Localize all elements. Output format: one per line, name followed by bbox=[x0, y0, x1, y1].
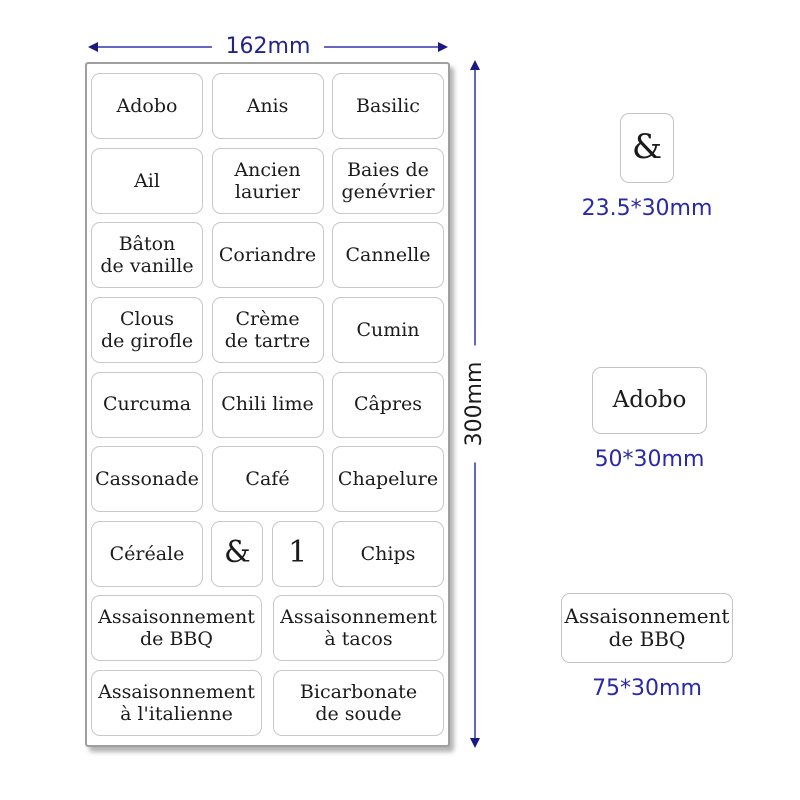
label-sticker: Cannelle bbox=[332, 222, 444, 289]
label-sticker: Bicarbonate de soude bbox=[273, 670, 444, 736]
label-text: Baies de genévrier bbox=[341, 158, 435, 203]
label-sticker: Assaisonnement à tacos bbox=[273, 595, 444, 662]
sample-label-text: Assaisonnement de BBQ bbox=[564, 604, 730, 651]
label-sticker: Assaisonnement à l'italienne bbox=[91, 670, 262, 736]
label-text: Cannelle bbox=[345, 244, 431, 267]
arrow-up-icon bbox=[470, 60, 480, 70]
label-sticker: Curcuma bbox=[91, 371, 203, 438]
label-text: Crème de tartre bbox=[224, 307, 311, 352]
label-text: Céréale bbox=[109, 542, 185, 565]
sheet-row: Assaisonnement à l'italienne Bicarbonate… bbox=[91, 670, 444, 736]
sheet-row: Clous de girofle Crème de tartre Cumin bbox=[91, 296, 444, 363]
label-sticker: Coriandre bbox=[211, 222, 324, 289]
label-sticker: Ancien laurier bbox=[211, 147, 324, 214]
label-sheet: Adobo Anis Basilic Ail Ancien laurier Ba… bbox=[85, 62, 450, 747]
label-text: Assaisonnement à l'italienne bbox=[98, 680, 255, 725]
height-dimension-label: 300mm bbox=[462, 345, 487, 463]
label-text: Adobo bbox=[116, 94, 178, 117]
label-text: Assaisonnement de BBQ bbox=[98, 606, 255, 651]
sample-size-caption: 50*30mm bbox=[594, 447, 705, 472]
label-text: Curcuma bbox=[102, 393, 192, 416]
label-text: Café bbox=[245, 468, 290, 491]
sample-size-caption: 75*30mm bbox=[592, 676, 702, 701]
label-text: Assaisonnement à tacos bbox=[280, 606, 437, 651]
sheet-row: Ail Ancien laurier Baies de genévrier bbox=[91, 147, 444, 214]
sample-label-text: & bbox=[631, 127, 663, 168]
label-text: Ail bbox=[134, 169, 160, 192]
label-sticker: Ail bbox=[91, 147, 203, 214]
label-text: Câpres bbox=[353, 393, 423, 416]
label-sticker: Crème de tartre bbox=[211, 296, 324, 363]
size-sample-small: & 23.5*30mm bbox=[582, 113, 712, 221]
label-text: Chapelure bbox=[337, 468, 439, 491]
label-text: Chips bbox=[360, 542, 416, 565]
label-sticker: Céréale bbox=[91, 520, 203, 587]
label-sticker: Câpres bbox=[332, 371, 444, 438]
sample-sticker: & bbox=[620, 113, 674, 183]
label-sticker: Chips bbox=[331, 520, 444, 587]
label-text: Bicarbonate de soude bbox=[299, 680, 418, 725]
width-dimension-label: 162mm bbox=[211, 36, 325, 58]
label-text: Basilic bbox=[356, 94, 420, 117]
sheet-row: Céréale & 1 Chips bbox=[91, 520, 444, 587]
sheet-row: Bâton de vanille Coriandre Cannelle bbox=[91, 222, 444, 289]
label-text: Cumin bbox=[356, 318, 420, 341]
label-sticker: Anis bbox=[211, 73, 324, 139]
arrow-right-icon bbox=[438, 42, 448, 52]
label-sticker: Bâton de vanille bbox=[91, 222, 203, 289]
sample-sticker: Assaisonnement de BBQ bbox=[561, 593, 733, 663]
label-sticker: Cassonade bbox=[91, 446, 203, 513]
size-sample-large: Assaisonnement de BBQ 75*30mm bbox=[561, 593, 733, 701]
sample-sticker: Adobo bbox=[592, 367, 707, 434]
height-dimension: 300mm bbox=[462, 60, 487, 748]
label-sticker: Adobo bbox=[91, 73, 203, 139]
sheet-row: Curcuma Chili lime Câpres bbox=[91, 371, 444, 438]
label-text: 1 bbox=[288, 535, 308, 571]
arrow-down-icon bbox=[470, 738, 480, 748]
label-sticker: Cumin bbox=[332, 296, 444, 363]
size-sample-medium: Adobo 50*30mm bbox=[592, 367, 707, 472]
width-dimension: 162mm bbox=[88, 36, 448, 58]
label-text: Ancien laurier bbox=[234, 158, 301, 203]
label-sticker: Baies de genévrier bbox=[332, 147, 444, 214]
label-text: Cassonade bbox=[95, 468, 199, 491]
label-text: Clous de girofle bbox=[100, 307, 194, 352]
label-sticker: & bbox=[211, 520, 264, 587]
sheet-row: Cassonade Café Chapelure bbox=[91, 446, 444, 513]
label-sticker: Café bbox=[211, 446, 324, 513]
sheet-row: Assaisonnement de BBQ Assaisonnement à t… bbox=[91, 595, 444, 662]
label-text: & bbox=[223, 535, 251, 571]
label-sticker: Assaisonnement de BBQ bbox=[91, 595, 262, 662]
label-sticker: Clous de girofle bbox=[91, 296, 203, 363]
label-sticker: Basilic bbox=[332, 73, 444, 139]
label-sticker: Chapelure bbox=[332, 446, 444, 513]
label-text: Coriandre bbox=[218, 244, 317, 267]
sheet-row: Adobo Anis Basilic bbox=[91, 73, 444, 139]
sample-size-caption: 23.5*30mm bbox=[581, 196, 713, 221]
label-text: Anis bbox=[246, 94, 289, 117]
label-sticker: Chili lime bbox=[211, 371, 324, 438]
label-text: Chili lime bbox=[221, 393, 314, 416]
arrow-left-icon bbox=[88, 42, 98, 52]
label-text: Bâton de vanille bbox=[100, 233, 194, 278]
label-sticker: 1 bbox=[271, 520, 324, 587]
sample-label-text: Adobo bbox=[612, 387, 687, 414]
